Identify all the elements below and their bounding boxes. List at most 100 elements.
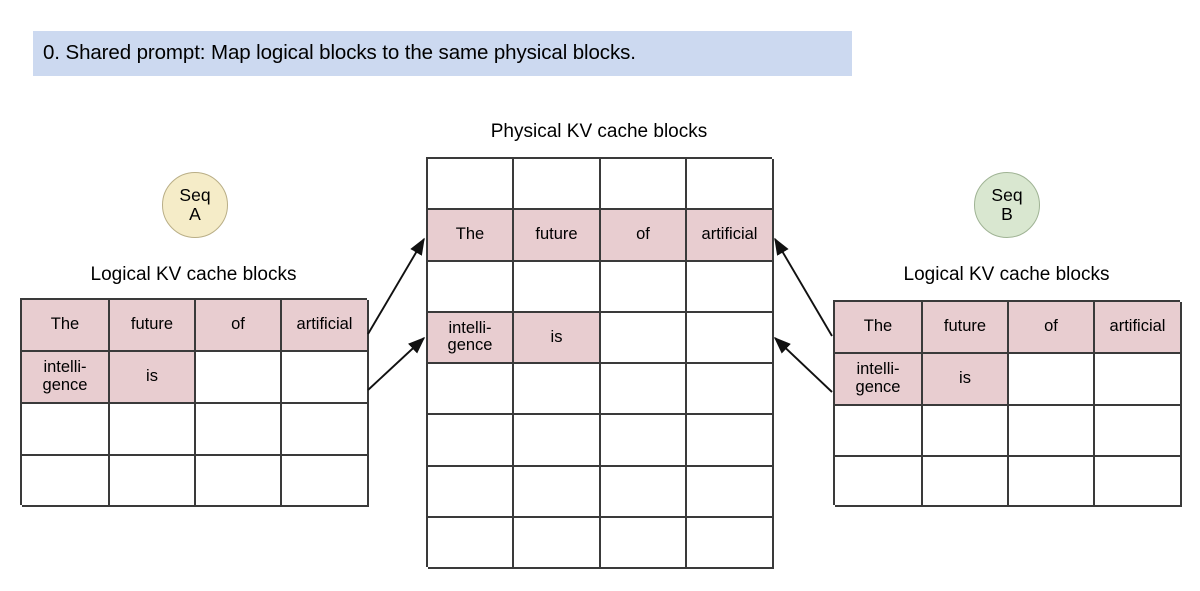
kv-block-cell [687,261,774,313]
kv-block-cell [428,261,514,313]
shared-prompt-banner: 0. Shared prompt: Map logical blocks to … [33,31,852,76]
kv-block-cell: artificial [282,300,369,352]
physical-blocks-caption: Physical KV cache blocks [490,121,708,142]
kv-block-token: of [231,315,245,334]
kv-block-cell: of [1009,302,1095,354]
kv-block-cell [22,456,110,507]
kv-block-cell [110,456,196,507]
seq-a-label-top: Seq [179,185,211,206]
kv-block-token: The [455,225,485,244]
kv-block-cell [514,517,601,569]
arrow-b-row2-to-physical-row4 [773,336,833,393]
seq-a-label-bottom: A [189,204,201,224]
kv-block-cell [601,159,687,211]
kv-block-cell [601,517,687,569]
kv-block-cell [428,159,514,211]
kv-block-cell [835,406,923,457]
kv-block-cell: of [196,300,282,352]
kv-block-cell [601,364,687,416]
kv-block-cell [687,159,774,211]
kv-block-cell: of [601,210,687,262]
kv-block-cell [196,456,282,507]
kv-block-token: intelli-gence [447,318,493,355]
kv-block-cell [687,415,774,467]
logical-kv-grid-seq-b: The future of artificial intelli-gence is [833,300,1182,507]
kv-block-token: artificial [296,315,353,334]
kv-block-cell: is [923,354,1009,406]
kv-block-cell [923,406,1009,457]
kv-block-token: intelli-gence [855,360,901,396]
kv-block-token: of [636,225,650,244]
kv-block-cell: intelli-gence [835,354,923,406]
kv-block-cell [514,415,601,467]
kv-block-cell [1095,457,1182,507]
kv-block-cell [196,404,282,456]
arrow-a-row2-to-physical-row4 [367,336,426,391]
kv-block-cell: The [428,210,514,262]
kv-block-cell [687,364,774,416]
kv-block-cell [1095,354,1182,406]
kv-block-cell [601,312,687,364]
kv-block-cell [110,404,196,456]
kv-block-cell [1009,354,1095,406]
kv-block-cell: artificial [687,210,774,262]
kv-block-cell [428,415,514,467]
arrow-a-row1-to-physical-row2 [367,237,425,335]
kv-block-cell [514,364,601,416]
kv-block-cell [1095,406,1182,457]
physical-kv-grid: The future of artificial intelli-gence is [426,157,774,569]
kv-block-cell [282,352,369,404]
kv-block-cell [601,261,687,313]
kv-block-token: is [146,367,158,386]
kv-block-cell [601,466,687,518]
kv-block-cell [514,261,601,313]
kv-block-token: future [130,315,174,334]
kv-block-cell [428,364,514,416]
kv-block-token: future [535,225,578,244]
seq-a-badge: Seq A [162,172,228,238]
kv-block-cell [601,415,687,467]
kv-block-token: artificial [1109,317,1166,336]
kv-block-cell [687,517,774,569]
kv-block-token: of [1044,317,1058,336]
kv-block-token: artificial [701,225,758,244]
kv-block-cell [835,457,923,507]
kv-block-cell [687,466,774,518]
kv-block-cell [923,457,1009,507]
logical-blocks-caption-b: Logical KV cache blocks [903,264,1110,285]
kv-block-cell: is [110,352,196,404]
kv-block-cell: The [835,302,923,354]
kv-block-cell [22,404,110,456]
arrow-b-row1-to-physical-row2 [774,237,833,337]
kv-block-cell [428,517,514,569]
shared-prompt-text: 0. Shared prompt: Map logical blocks to … [43,41,636,65]
kv-block-cell [428,466,514,518]
kv-block-cell [514,466,601,518]
kv-block-cell [282,456,369,507]
kv-block-cell: intelli-gence [22,352,110,404]
logical-kv-grid-seq-a: The future of artificial intelli-gence is [20,298,369,507]
kv-block-cell [282,404,369,456]
kv-block-cell [196,352,282,404]
kv-block-cell [1009,457,1095,507]
kv-block-cell: future [514,210,601,262]
kv-block-token: future [943,317,987,336]
kv-block-cell: intelli-gence [428,312,514,364]
kv-block-token: The [863,317,893,336]
seq-b-badge: Seq B [974,172,1040,238]
kv-block-token: intelli-gence [42,358,88,394]
kv-block-cell: The [22,300,110,352]
seq-b-label-top: Seq [991,185,1023,206]
kv-block-cell [687,312,774,364]
kv-block-cell: is [514,312,601,364]
logical-blocks-caption-a: Logical KV cache blocks [90,264,297,285]
kv-block-cell [514,159,601,211]
kv-block-token: The [50,315,80,334]
kv-block-cell [1009,406,1095,457]
kv-block-token: is [550,327,563,346]
kv-block-cell: future [923,302,1009,354]
kv-block-cell: future [110,300,196,352]
kv-block-token: is [959,369,971,388]
kv-block-cell: artificial [1095,302,1182,354]
seq-b-label-bottom: B [1001,204,1013,224]
